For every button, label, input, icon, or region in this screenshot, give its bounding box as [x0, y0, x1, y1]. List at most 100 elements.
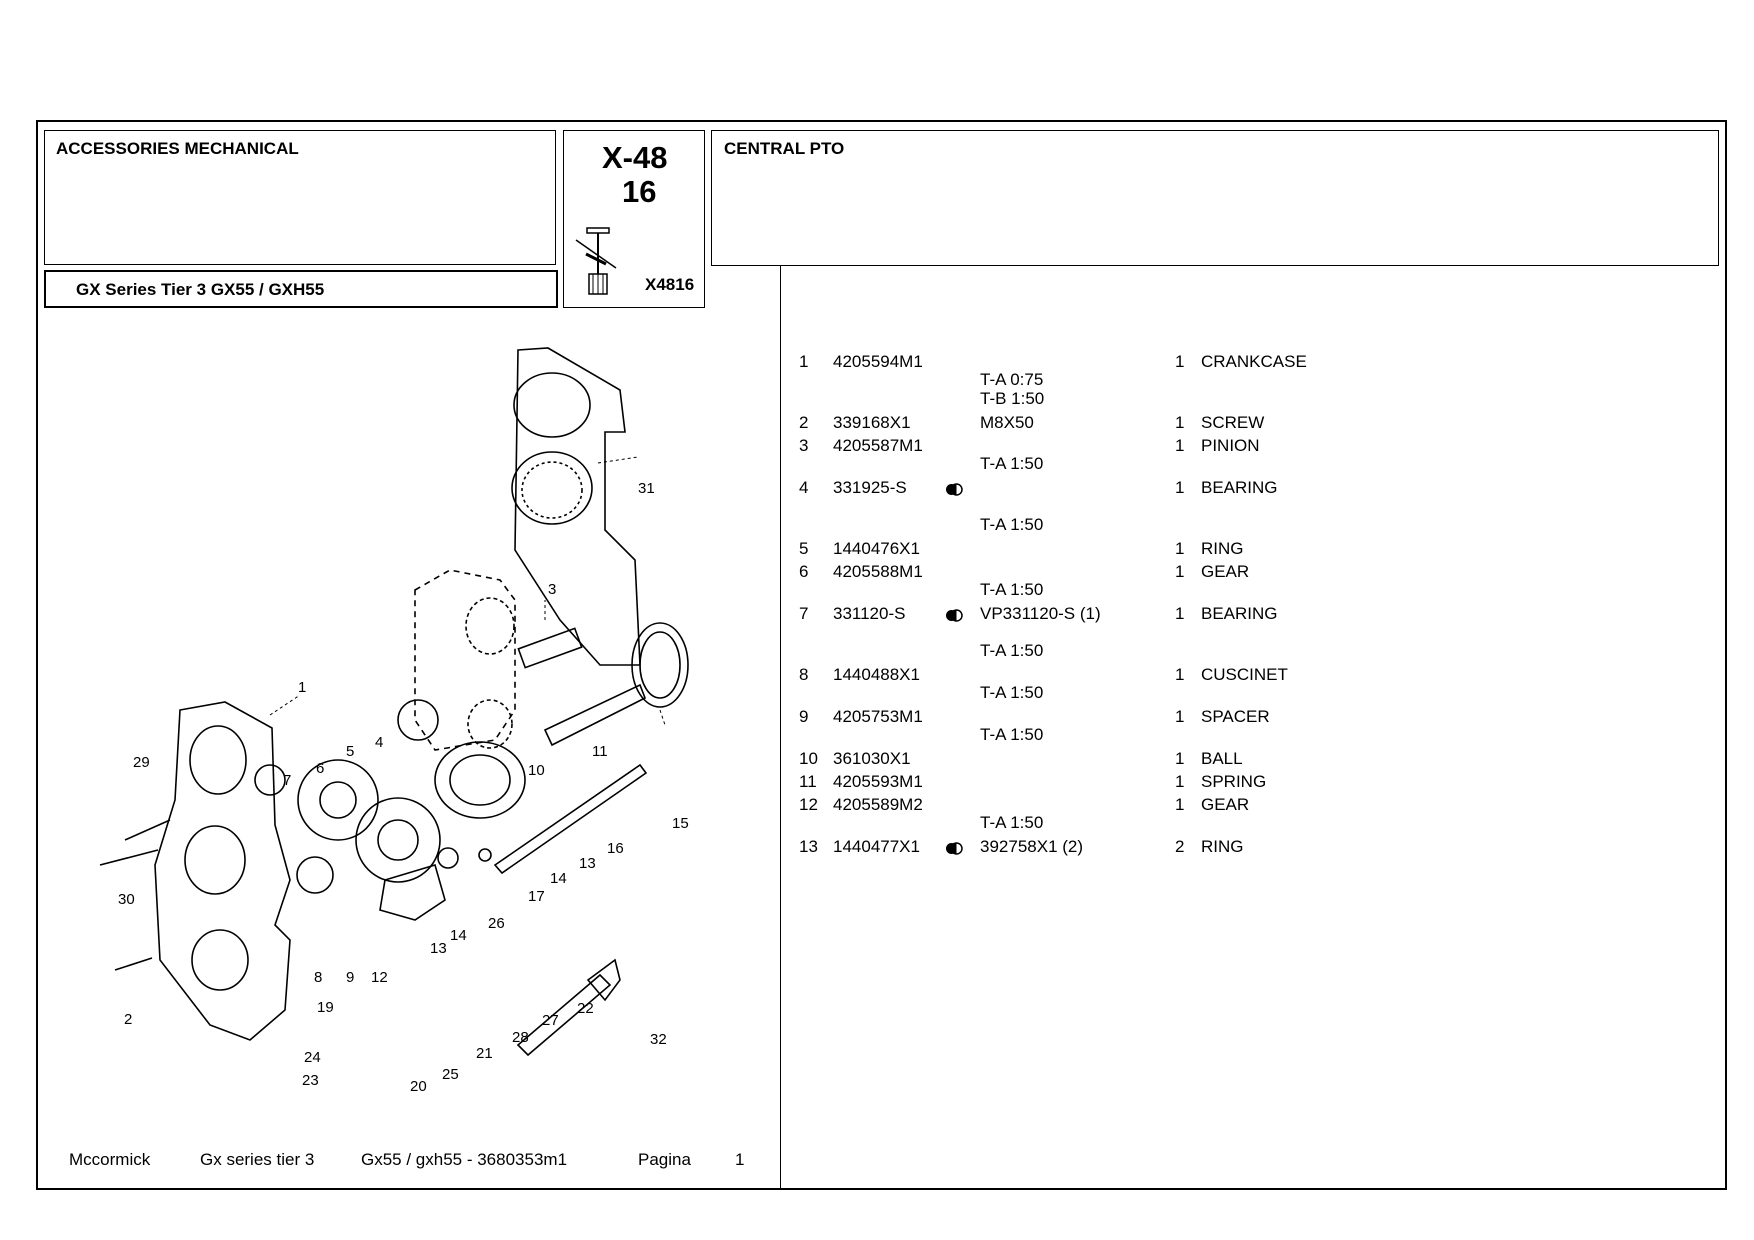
torque-note: T-A 1:50 [980, 725, 1044, 744]
exploded-parts-diagram: 1 2 3 4 5 6 7 8 9 10 11 12 13 13 14 14 1… [99, 347, 689, 1095]
part-number: 4205593M1 [833, 772, 923, 791]
part-description: SCREW [1201, 413, 1265, 432]
footer-model-doc: Gx55 / gxh55 - 3680353m1 [361, 1150, 568, 1169]
callout-8: 8 [314, 969, 322, 986]
part-number: 339168X1 [833, 413, 911, 432]
torque-note: T-A 1:50 [980, 580, 1044, 599]
callout-4: 4 [375, 734, 383, 751]
torque-note: T-A 1:50 [980, 683, 1044, 702]
part-quantity: 1 [1175, 352, 1185, 371]
part-number: 4205589M2 [833, 795, 923, 814]
gear-6 [297, 759, 379, 841]
bolt-29 [124, 819, 171, 841]
model-box: GX Series Tier 3 GX55 / GXH55 [44, 270, 558, 308]
callout-30: 30 [118, 891, 135, 908]
torque-note: T-A 1:50 [980, 813, 1044, 832]
callout-15: 15 [672, 815, 689, 832]
part-number: 1440477X1 [833, 837, 920, 856]
part-ref: 5 [799, 539, 809, 558]
part-description: BEARING [1201, 604, 1278, 623]
part-quantity: 1 [1175, 665, 1185, 684]
crankcase-1 [154, 701, 291, 1041]
part-note: VP331120-S (1) [980, 604, 1101, 623]
bracket-20 [379, 864, 446, 921]
interchangeable-part-icon [945, 840, 963, 860]
part-description: CUSCINET [1201, 665, 1288, 684]
callout-11: 11 [592, 743, 608, 760]
section-box: ACCESSORIES MECHANICAL [44, 130, 556, 265]
callout-22: 22 [577, 1000, 594, 1017]
part-quantity: 1 [1175, 539, 1185, 558]
page-title: CENTRAL PTO [724, 139, 845, 158]
bearing-7 [254, 764, 286, 796]
torque-note: T-A 0:75 [980, 370, 1044, 389]
part-description: PINION [1201, 436, 1260, 455]
part-description: GEAR [1201, 795, 1250, 814]
group-code: X-48 [602, 140, 668, 175]
footer-brand: Mccormick [69, 1150, 151, 1169]
callout-17: 17 [528, 888, 545, 905]
part-ref: 10 [799, 749, 818, 768]
pinion-3 [517, 627, 583, 669]
seal-15 [631, 622, 689, 708]
part-quantity: 1 [1175, 413, 1185, 432]
part-quantity: 1 [1175, 772, 1185, 791]
diagram-callouts: 1 2 3 4 5 6 7 8 9 10 11 12 13 13 14 14 1… [118, 480, 689, 1095]
bearing-4 [397, 699, 439, 741]
footer-series: Gx series tier 3 [200, 1150, 315, 1169]
part-quantity: 1 [1175, 436, 1185, 455]
part-number: 1440476X1 [833, 539, 920, 558]
callout-2: 2 [124, 1011, 132, 1028]
part-description: RING [1201, 539, 1244, 558]
title-box: CENTRAL PTO [711, 130, 1719, 266]
interchangeable-part-icon [945, 481, 963, 501]
part-description: BEARING [1201, 478, 1278, 497]
callout-28: 28 [512, 1029, 529, 1046]
part-quantity: 1 [1175, 749, 1185, 768]
callout-19: 19 [317, 999, 334, 1016]
callout-31: 31 [638, 480, 655, 497]
part-number: 4205753M1 [833, 707, 923, 726]
part-description: SPACER [1201, 707, 1270, 726]
part-description: RING [1201, 837, 1244, 856]
callout-5: 5 [346, 743, 354, 760]
part-description: GEAR [1201, 562, 1250, 581]
part-quantity: 1 [1175, 604, 1185, 623]
part-number: 331120-S [833, 604, 906, 623]
callout-13b: 13 [579, 855, 596, 872]
callout-6: 6 [316, 760, 324, 777]
group-code-box: X-48 16 X4816 [563, 130, 705, 308]
part-number: 331925-S [833, 478, 907, 497]
part-ref: 7 [799, 604, 809, 623]
part-number: 4205588M1 [833, 562, 923, 581]
torque-note: T-A 1:50 [980, 515, 1044, 534]
torque-note: T-A 1:50 [980, 641, 1044, 660]
rod-22 [493, 763, 648, 875]
callout-24: 24 [304, 1049, 321, 1066]
shaft-16 [543, 683, 647, 747]
part-number: 4205594M1 [833, 352, 923, 371]
gear-12 [355, 797, 441, 883]
part-ref: 4 [799, 478, 809, 497]
part-number: 361030X1 [833, 749, 911, 768]
callout-29: 29 [133, 754, 150, 771]
callout-23: 23 [302, 1072, 319, 1089]
part-quantity: 2 [1175, 837, 1185, 856]
part-number: 1440488X1 [833, 665, 920, 684]
part-quantity: 1 [1175, 562, 1185, 581]
part-quantity: 1 [1175, 478, 1185, 497]
callout-14a: 14 [550, 870, 567, 887]
bearing-8 [296, 856, 334, 894]
page-frame [36, 120, 1727, 1190]
callout-1: 1 [298, 679, 306, 696]
part-description: BALL [1201, 749, 1243, 768]
part-ref: 8 [799, 665, 809, 684]
bearing-cage [434, 741, 526, 819]
callout-13a: 13 [430, 940, 447, 957]
pto-shaft-icon [575, 227, 617, 295]
part-ref: 6 [799, 562, 809, 581]
stem-32 [516, 973, 612, 1057]
footer-page-label: Pagina [638, 1150, 691, 1169]
part-ref: 3 [799, 436, 809, 455]
section-title: ACCESSORIES MECHANICAL [56, 139, 299, 158]
